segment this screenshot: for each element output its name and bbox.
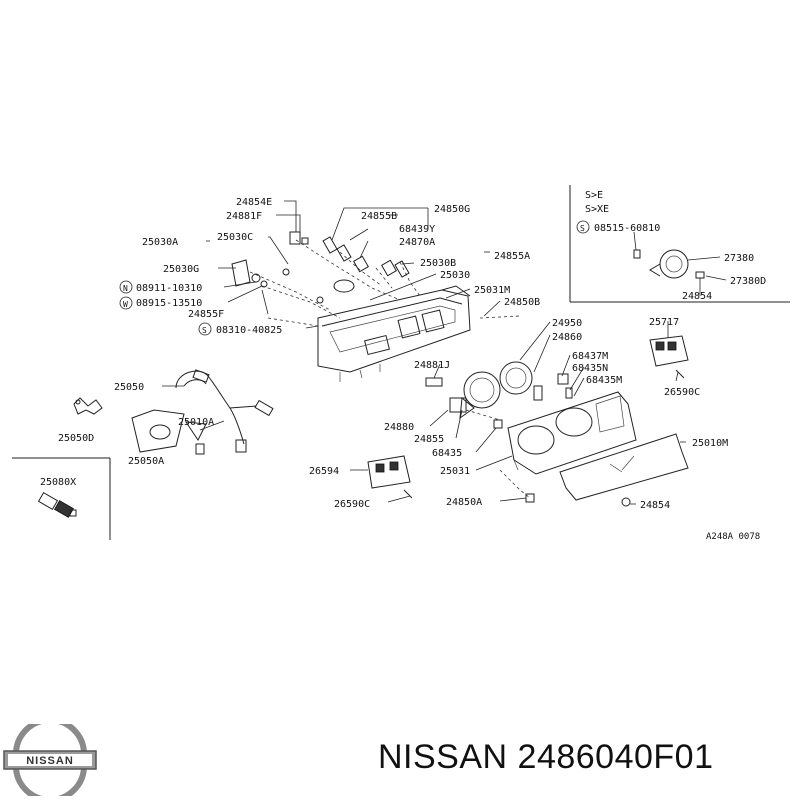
part-label-68437m: 68437M <box>572 351 608 362</box>
marker-s-inset-circle <box>576 220 590 234</box>
part-label-24855: 24855 <box>414 434 444 445</box>
part-label-26594: 26594 <box>309 466 339 477</box>
part-label-68435m: 68435M <box>586 375 622 386</box>
part-label-26590c-right: 26590C <box>664 387 700 398</box>
part-label-25080x: 25080X <box>40 477 76 488</box>
part-label-68435n: 68435N <box>572 363 608 374</box>
part-label-25031m: 25031M <box>474 285 510 296</box>
meter-case <box>507 391 637 475</box>
part-label-24855a: 24855A <box>494 251 530 262</box>
part-label-68435: 68435 <box>432 448 462 459</box>
marker-w: W <box>123 300 128 309</box>
part-label-24850a: 24850A <box>446 497 482 508</box>
marker-n: N <box>123 284 128 293</box>
part-label-24870a: 24870A <box>399 237 435 248</box>
part-label-24854-bottom: 24854 <box>640 500 670 511</box>
part-label-25010m: 25010M <box>692 438 728 449</box>
product-title: NISSAN 2486040F01 <box>378 738 714 776</box>
marker-n-circle <box>119 280 133 294</box>
inset-label-sxe: S>XE <box>585 204 609 215</box>
part-label-24855f: 24855F <box>188 309 224 320</box>
part-label-08310-40825: 08310-40825 <box>216 325 282 336</box>
marker-s-inset: S <box>580 224 585 233</box>
part-label-24854-inset: 24854 <box>682 291 712 302</box>
part-label-08515-60810: 08515-60810 <box>594 223 660 234</box>
switch-26594 <box>367 455 413 499</box>
part-label-24855b: 24855B <box>361 211 397 222</box>
cable-grommet <box>131 409 207 455</box>
part-label-24881f: 24881F <box>226 211 262 222</box>
part-label-25030b: 25030B <box>420 258 456 269</box>
part-label-24880: 24880 <box>384 422 414 433</box>
small-parts-top <box>231 231 410 304</box>
inset-label-se: S>E <box>585 190 603 201</box>
meter-glass <box>559 433 689 501</box>
speed-sensor <box>37 491 77 518</box>
part-label-24950: 24950 <box>552 318 582 329</box>
part-label-26590c-bottom: 26590C <box>334 499 370 510</box>
part-label-25030c: 25030C <box>217 232 253 243</box>
sensor-frame <box>12 457 111 540</box>
part-label-25050a: 25050A <box>128 456 164 467</box>
meter-gauges <box>449 361 533 420</box>
part-label-08915-13510: 08915-13510 <box>136 298 202 309</box>
part-label-25030g: 25030G <box>163 264 199 275</box>
assembly-guides-right <box>465 315 531 499</box>
part-label-27380d: 27380D <box>730 276 766 287</box>
nissan-logo: NISSAN <box>3 724 97 796</box>
inset-clock <box>633 249 705 279</box>
part-label-24860: 24860 <box>552 332 582 343</box>
assembly-guides-top <box>249 239 421 327</box>
part-label-25010a: 25010A <box>178 417 214 428</box>
part-label-25031: 25031 <box>440 466 470 477</box>
part-label-08911-10310: 08911-10310 <box>136 283 202 294</box>
inset-frame <box>569 185 790 303</box>
marker-s: S <box>202 326 207 335</box>
leader-lines <box>162 200 727 505</box>
part-label-24881j: 24881J <box>414 360 450 371</box>
part-label-24854e: 24854E <box>236 197 272 208</box>
marker-w-circle <box>119 296 133 310</box>
part-label-25050: 25050 <box>114 382 144 393</box>
part-label-25050d: 25050D <box>58 433 94 444</box>
part-label-68439y: 68439Y <box>399 224 435 235</box>
part-label-25030: 25030 <box>440 270 470 281</box>
part-label-25717: 25717 <box>649 317 679 328</box>
drawing-code: A248A 0078 <box>706 532 760 542</box>
switch-25717 <box>649 335 689 379</box>
marker-s-circle <box>198 322 212 336</box>
part-label-24850b: 24850B <box>504 297 540 308</box>
meter-clips <box>425 373 631 507</box>
logo-text: NISSAN <box>26 755 74 767</box>
part-label-25030a: 25030A <box>142 237 178 248</box>
cable-clip <box>73 397 103 415</box>
part-label-24850g: 24850G <box>434 204 470 215</box>
instrument-housing <box>317 285 471 382</box>
speedometer-cable <box>175 369 274 453</box>
part-label-27380: 27380 <box>724 253 754 264</box>
